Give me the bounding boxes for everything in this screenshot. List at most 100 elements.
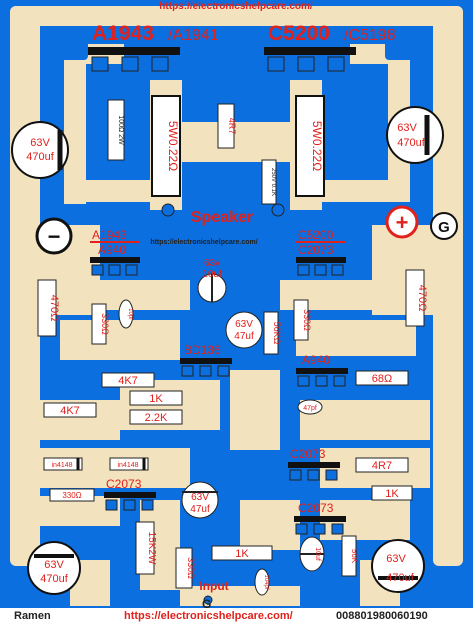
url-mid: https://electronicshelpcare.com/ [150,239,257,246]
c2073-low-body [294,516,346,522]
capacitor-top-left-capacity: 470uf [26,151,54,163]
left-power-transistor-label: A1943 [92,22,154,45]
resistor-56k-mid [263,311,279,355]
left-power-transistor-alt: /A1941 [168,27,219,44]
c2073-low-pads [295,523,344,535]
a940-mid-pads [297,375,346,387]
resistor-4r7-low-label: 4R7 [372,460,392,472]
speaker-label: Speaker [191,209,253,226]
right-driver-pads [297,264,344,276]
capacitor-bottom-left-capacity: 470uf [40,573,68,585]
c2073-left-label: C2073 [106,477,142,491]
capacitor-47pf-label: 47pf [303,405,317,412]
input-label: Input [199,579,228,593]
input-pad [203,595,213,605]
c2073-mid-body [288,462,340,468]
resistor-4r7-top [217,103,235,149]
diode-1-label: in4148 [51,462,72,469]
resistor-56k-bottom [341,535,357,577]
capacitor-bottom-right-voltage: 63V [386,553,406,565]
ground-bottom-label: G [202,597,212,611]
capacitor-10uf-capacity: 10uf [202,269,222,280]
resistor-68-label: 68Ω [372,373,392,385]
trace-gaps [48,36,425,552]
resistor-1k-right-label: 1K [385,488,399,500]
resistor-100-2w [107,99,125,161]
resistor-330-right [293,299,309,341]
bd136-label: BD136 [184,343,221,357]
resistor-1k-bottom [211,545,273,561]
resistor-250v-label: 250V 0.1K [270,168,276,196]
diode-2-label: in4148 [117,462,138,469]
resistor-330-bottom-label: 330Ω [186,557,196,579]
capacitor-top-right-capacity: 470uf [397,137,425,149]
capacitor-47uf-mid-capacity: 47uf [234,331,254,342]
resistor-4r7-top-label: 4R7 [227,118,237,135]
resistor-330-bottom [175,547,193,589]
left-driver-body [90,257,140,263]
capacitor-top-right-voltage: 63V [397,122,417,134]
capacitor-47uf-mid-voltage: 63V [235,319,253,330]
url-bottom: https://electronicshelpcare.com/ [124,610,293,622]
capacitor-10pf-label: 10pf [127,308,133,320]
capacitor-bottom-right [371,539,425,593]
left-driver-label-a: A1943 [92,228,127,242]
resistor-4k7-a-label: 4K7 [118,375,138,387]
capacitor-10uf-voltage: 63v [204,258,220,269]
resistor-100-2w-label: 100Ω 2W [117,115,124,145]
bd136-body [180,358,232,364]
c2073-mid-pads [289,469,338,481]
resistor-330-right-label: 330Ω [302,309,312,331]
c2073-left-body [104,492,156,498]
resistor-4k7-b-label: 4K7 [60,405,80,417]
positive-terminal [385,205,419,239]
right-power-transistor-label: C5200 [268,22,330,45]
resistor-56k-bottom-label: 56K [350,549,359,564]
left-power-transistor-body [88,47,180,55]
negative-terminal [35,217,73,255]
resistor-250v [261,159,277,205]
c2073-mid-label: C2073 [290,447,326,461]
capacitor-bottom-right-capacity: 470uf [386,572,414,584]
resistor-470-right [405,269,425,327]
right-driver-body [296,257,346,263]
capacitor-10uf-bottom-label: 10uf [314,547,321,561]
capacitor-top-left-voltage: 63V [30,137,50,149]
resistor-1k-right [371,485,413,501]
left-driver-pads [91,264,138,276]
resistor-2k2 [129,409,183,425]
capacitor-47pf [297,399,323,415]
resistor-5w-right-label: 5W0.22Ω [310,121,324,171]
bd136-pads [181,365,230,377]
capacitor-47uf-low-voltage: 63V [191,492,209,503]
left-driver-label-b: A940 [98,243,126,257]
resistor-330-low [49,488,95,502]
diode-1 [43,457,83,471]
negative-terminal-label: − [48,224,61,249]
resistor-1k-mid [129,390,183,406]
resistor-68 [355,370,409,386]
resistor-1k-bottom-label: 1K [235,548,249,560]
resistor-4k7-a [101,372,155,388]
footer-right: 008801980060190 [336,610,428,622]
ground-terminal-right-label: G [438,219,450,236]
c2073-left-pads [105,499,154,511]
url-top: https://electronicshelpcare.com/ [159,1,313,12]
resistor-1k-mid-label: 1K [149,393,163,405]
right-power-transistor-body [264,47,356,55]
resistor-4r7-low [355,457,409,473]
capacitor-47uf-low-capacity: 47uf [190,504,210,515]
capacitor-top-left [11,121,69,179]
capacitor-47uf-mid [225,311,263,349]
right-driver-label-b: C2073 [298,243,334,257]
resistor-15k-2w-label: 15K2W [146,532,157,565]
resistor-15k-2w [135,521,155,575]
resistor-330-left [91,303,107,345]
right-driver-label-a: C5200 [298,228,334,242]
resistor-5w-left [151,95,181,197]
power-transistor-pads [91,56,345,72]
resistor-470-right-label: 470Ω [416,285,428,312]
footer-left: Ramen [14,610,51,622]
